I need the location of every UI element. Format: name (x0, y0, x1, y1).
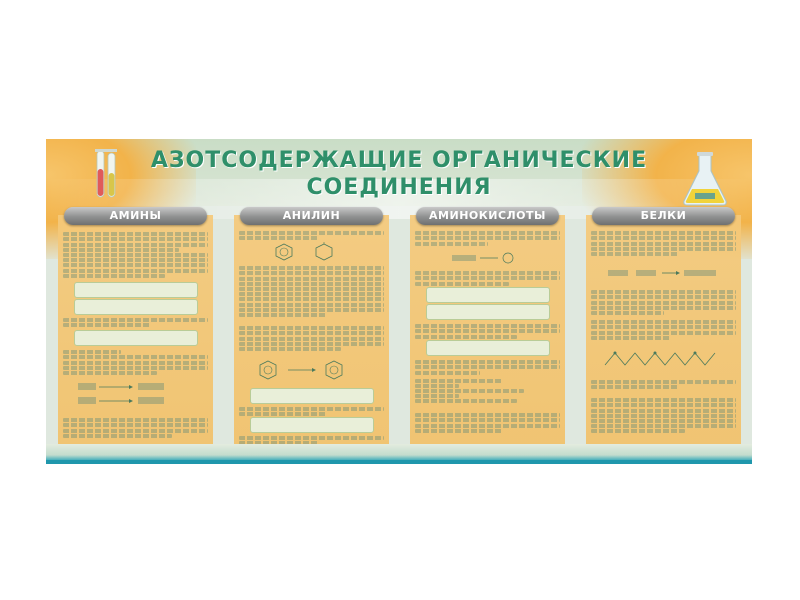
text-block (415, 412, 560, 434)
column-panel (586, 215, 741, 444)
benzene-ring-diagram (275, 242, 333, 261)
text-block (591, 319, 736, 341)
formula-box (74, 330, 198, 346)
column-panel (410, 215, 565, 444)
reaction-scheme (74, 379, 196, 409)
text-block (63, 231, 208, 279)
text-block (591, 289, 736, 316)
bromination-diagram (259, 360, 343, 380)
column-aniline: АНИЛИН (234, 207, 389, 447)
formula-box (426, 340, 550, 356)
formula-box (74, 299, 198, 315)
formula-box (250, 417, 374, 433)
formula-box (250, 388, 374, 404)
text-block (239, 435, 384, 447)
reaction-diagram (78, 383, 164, 404)
title-line-2: СОЕДИНЕНИЯ (306, 175, 492, 200)
text-block (591, 379, 736, 391)
formula-box (74, 282, 198, 298)
text-block (591, 230, 736, 257)
text-block (63, 349, 208, 376)
text-block (239, 325, 384, 352)
column-amines: АМИНЫ (58, 207, 213, 444)
column-header: АМИНОКИСЛОТЫ (416, 207, 559, 225)
text-block (239, 406, 384, 418)
text-block (239, 230, 384, 242)
bottom-stripe (46, 460, 752, 464)
formula-box (426, 287, 550, 303)
peptide-diagram (608, 270, 716, 276)
text-block (415, 323, 560, 340)
text-block (239, 265, 384, 318)
column-proteins: БЕЛКИ (586, 207, 741, 444)
test-tubes-icon (95, 149, 117, 198)
column-panel (58, 215, 213, 444)
column-header: АМИНЫ (64, 207, 207, 225)
bottom-band (46, 444, 752, 464)
column-amino-acids: АМИНОКИСЛОТЫ (410, 207, 565, 444)
column-panel (234, 215, 389, 444)
text-block (591, 397, 736, 435)
formula-box (426, 304, 550, 320)
text-block (63, 417, 208, 439)
text-block (415, 270, 560, 287)
poster: АЗОТСОДЕРЖАЩИЕ ОРГАНИЧЕСКИЕ СОЕДИНЕНИЯ А… (46, 139, 752, 464)
protein-structure-diagram (604, 351, 716, 366)
column-header: АНИЛИН (240, 207, 383, 225)
text-block (415, 359, 560, 405)
text-block (415, 230, 560, 247)
title-line-1: АЗОТСОДЕРЖАЩИЕ ОРГАНИЧЕСКИЕ (150, 148, 648, 173)
flask-icon (683, 152, 727, 206)
column-header: БЕЛКИ (592, 207, 735, 225)
poster-title: АЗОТСОДЕРЖАЩИЕ ОРГАНИЧЕСКИЕ СОЕДИНЕНИЯ (46, 147, 752, 201)
structure-diagram (452, 252, 514, 264)
text-block (63, 317, 208, 329)
